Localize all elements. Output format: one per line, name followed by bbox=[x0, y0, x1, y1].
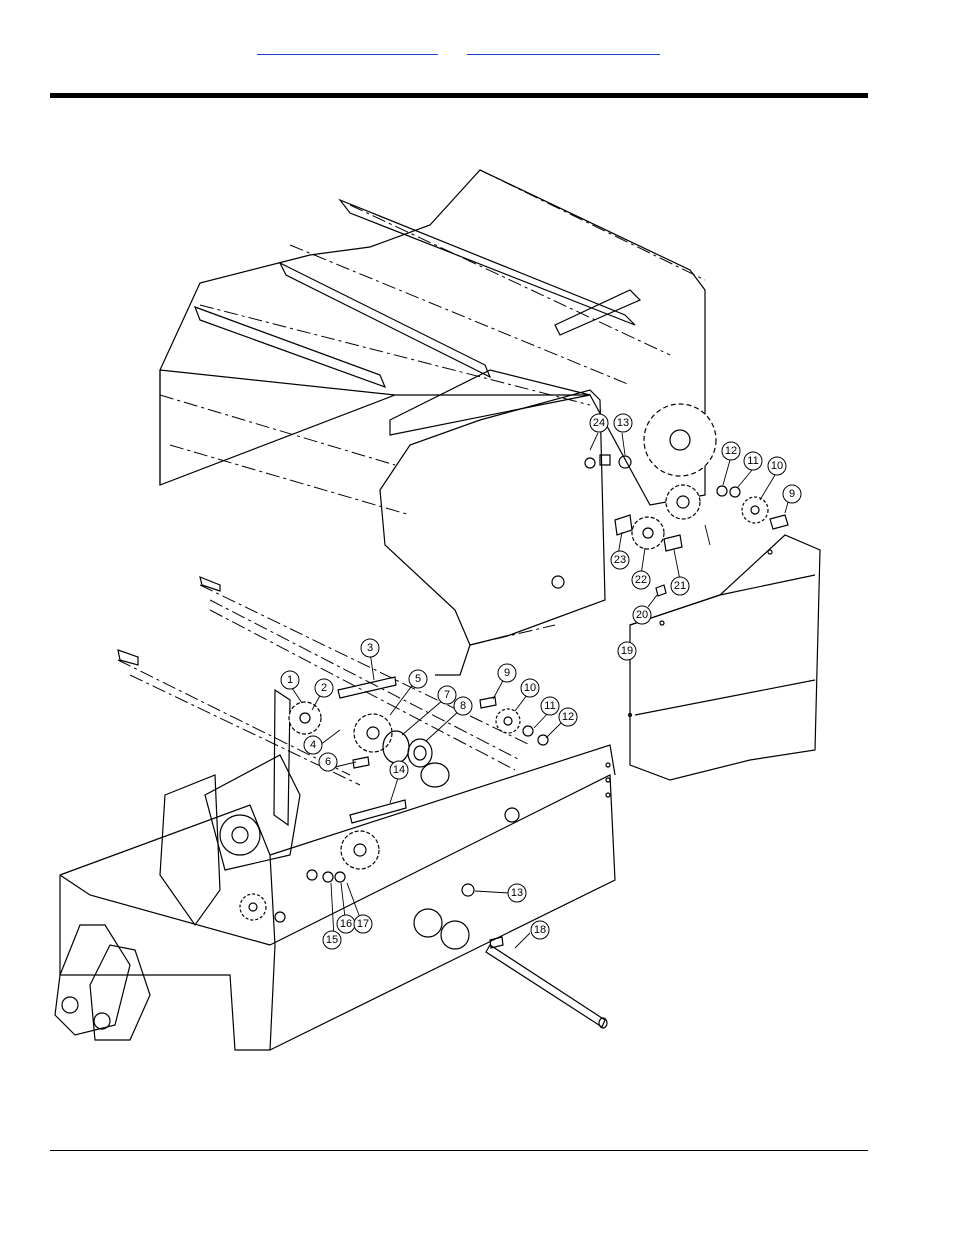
header-link-1[interactable] bbox=[257, 40, 438, 55]
svg-text:21: 21 bbox=[674, 580, 686, 592]
footer-rule bbox=[50, 1150, 868, 1151]
callout-1[interactable]: 1 bbox=[281, 671, 299, 689]
svg-text:5: 5 bbox=[415, 673, 421, 685]
callout-7[interactable]: 7 bbox=[438, 686, 456, 704]
svg-text:14: 14 bbox=[393, 764, 405, 776]
parts-drawing: 1 2 3 4 5 6 7 8 9 10 11 12 13 14 15 16 1… bbox=[50, 155, 830, 1060]
callout-10-upper[interactable]: 10 bbox=[768, 457, 786, 475]
header-link-2[interactable] bbox=[467, 40, 660, 55]
sprocket-5 bbox=[354, 714, 392, 752]
callout-10-lower[interactable]: 10 bbox=[521, 679, 539, 697]
gearbox-assembly bbox=[160, 690, 300, 925]
header-rule bbox=[50, 93, 868, 98]
svg-text:8: 8 bbox=[460, 700, 466, 712]
svg-text:9: 9 bbox=[504, 667, 510, 679]
callout-4[interactable]: 4 bbox=[304, 736, 322, 754]
svg-text:18: 18 bbox=[534, 924, 546, 936]
svg-text:7: 7 bbox=[444, 689, 450, 701]
callout-18[interactable]: 18 bbox=[531, 921, 549, 939]
sprocket-upper-right bbox=[666, 485, 700, 519]
callout-12-lower[interactable]: 12 bbox=[559, 708, 577, 726]
side-panel bbox=[380, 390, 605, 675]
sprocket-lower-left bbox=[240, 894, 266, 920]
callout-12-upper[interactable]: 12 bbox=[722, 442, 740, 460]
svg-text:20: 20 bbox=[636, 609, 648, 621]
svg-text:10: 10 bbox=[771, 460, 783, 472]
svg-text:13: 13 bbox=[511, 887, 523, 899]
svg-text:4: 4 bbox=[310, 739, 316, 751]
svg-text:13: 13 bbox=[617, 417, 629, 429]
leader-lines bbox=[290, 433, 790, 948]
svg-text:2: 2 bbox=[321, 682, 327, 694]
sprocket-14 bbox=[341, 831, 379, 869]
svg-text:17: 17 bbox=[357, 918, 369, 930]
svg-text:15: 15 bbox=[326, 934, 338, 946]
svg-text:1: 1 bbox=[287, 674, 293, 686]
svg-text:19: 19 bbox=[621, 645, 633, 657]
callout-8[interactable]: 8 bbox=[454, 697, 472, 715]
sprocket-22 bbox=[632, 517, 664, 549]
callout-24[interactable]: 24 bbox=[590, 414, 608, 432]
header-links bbox=[0, 40, 954, 60]
callout-16[interactable]: 16 bbox=[337, 915, 355, 933]
callout-6[interactable]: 6 bbox=[319, 753, 337, 771]
callout-22[interactable]: 22 bbox=[632, 571, 650, 589]
exploded-parts-diagram: 1 2 3 4 5 6 7 8 9 10 11 12 13 14 15 16 1… bbox=[50, 155, 830, 1060]
callout-15[interactable]: 15 bbox=[323, 931, 341, 949]
sprocket-10-lower bbox=[496, 709, 520, 733]
bearing-8 bbox=[408, 739, 432, 767]
svg-text:24: 24 bbox=[593, 417, 605, 429]
svg-text:12: 12 bbox=[562, 711, 574, 723]
callout-9-upper[interactable]: 9 bbox=[783, 485, 801, 503]
callout-20[interactable]: 20 bbox=[633, 606, 651, 624]
svg-text:11: 11 bbox=[544, 700, 555, 712]
svg-text:16: 16 bbox=[340, 918, 352, 930]
callout-21[interactable]: 21 bbox=[671, 577, 689, 595]
callout-14[interactable]: 14 bbox=[390, 761, 408, 779]
callout-5[interactable]: 5 bbox=[409, 670, 427, 688]
main-frame bbox=[55, 745, 615, 1050]
callout-2[interactable]: 2 bbox=[315, 679, 333, 697]
bearing-7 bbox=[383, 731, 409, 763]
shaft-18 bbox=[486, 945, 607, 1028]
svg-text:9: 9 bbox=[789, 488, 795, 500]
hopper-body bbox=[160, 170, 705, 515]
svg-text:12: 12 bbox=[725, 445, 737, 457]
svg-text:22: 22 bbox=[635, 574, 647, 586]
guard-19 bbox=[629, 535, 821, 780]
flange-lower-right bbox=[414, 763, 469, 949]
callout-13-upper[interactable]: 13 bbox=[614, 414, 632, 432]
chain-3 bbox=[338, 677, 396, 698]
svg-text:10: 10 bbox=[524, 682, 536, 694]
svg-text:11: 11 bbox=[747, 455, 758, 467]
sprocket-1 bbox=[289, 702, 321, 734]
callout-19[interactable]: 19 bbox=[618, 642, 636, 660]
svg-text:3: 3 bbox=[367, 642, 373, 654]
callout-11-upper[interactable]: 11 bbox=[744, 452, 762, 470]
callout-13-lower[interactable]: 13 bbox=[508, 884, 526, 902]
callout-23[interactable]: 23 bbox=[611, 551, 629, 569]
small-hardware bbox=[275, 455, 788, 948]
callout-11-lower[interactable]: 11 bbox=[541, 697, 559, 715]
svg-text:23: 23 bbox=[614, 554, 626, 566]
callout-17[interactable]: 17 bbox=[354, 915, 372, 933]
svg-text:6: 6 bbox=[325, 756, 331, 768]
sprocket-10-upper bbox=[742, 497, 768, 523]
sprocket-upper-large bbox=[644, 404, 716, 476]
callout-3[interactable]: 3 bbox=[361, 639, 379, 657]
callout-9-lower[interactable]: 9 bbox=[498, 664, 516, 682]
